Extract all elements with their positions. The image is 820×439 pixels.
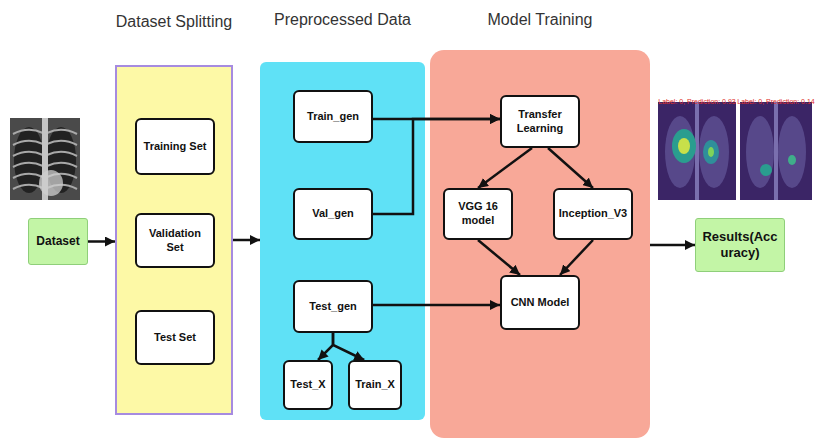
process-box: Training Set (135, 118, 215, 175)
prediction-label: Label: 0, Prediction: 0.93 (658, 98, 735, 105)
box-label: Results(Acc uracy) (700, 229, 780, 262)
terminal-box: Results(Acc uracy) (695, 218, 785, 272)
process-box: Validation Set (135, 213, 215, 268)
section-band: Model TrainingTransfer LearningVGG 16 mo… (430, 50, 650, 438)
box-label: Validation Set (141, 227, 209, 255)
heatmap-lung (699, 116, 729, 188)
heatmap-lung (665, 116, 695, 188)
connector-arrow (333, 333, 364, 360)
heatmap-background (740, 102, 812, 200)
section-band: Preprocessed DataTrain_genVal_genTest_ge… (260, 62, 425, 420)
heatmap-spine (774, 102, 778, 200)
heatmap-blob (678, 138, 690, 154)
heatmap-image (740, 102, 812, 200)
box-label: Test_X (290, 378, 325, 392)
label-holder: Label: 0, Prediction: 0.14 (737, 90, 814, 108)
process-box: Train_gen (293, 90, 373, 143)
process-box: Transfer Learning (500, 95, 580, 148)
box-label: CNN Model (511, 296, 570, 310)
process-box: Train_X (348, 360, 402, 410)
process-box: Inception_V3 (553, 188, 633, 240)
heatmap-lung (778, 116, 806, 188)
heatmap-blob (703, 140, 719, 164)
xray-ribs (13, 130, 43, 189)
section-heading: Model Training (488, 10, 593, 29)
process-box: Test_gen (293, 280, 373, 333)
heatmap-lung (746, 116, 774, 188)
section-heading: Preprocessed Data (274, 10, 411, 29)
prediction-label: Label: 0, Prediction: 0.14 (737, 98, 814, 105)
connector-arrow (373, 304, 500, 307)
connector-arrow (233, 239, 260, 242)
box-label: Training Set (144, 140, 207, 154)
heatmap-blob (672, 129, 696, 163)
xray-heart (39, 170, 63, 196)
heatmap-blob (760, 164, 772, 176)
connector-arrow (373, 118, 500, 121)
connector-arrow (548, 148, 593, 188)
process-box: Test_X (283, 360, 333, 410)
xray-background (10, 118, 80, 200)
section-heading: Dataset Splitting (116, 12, 233, 31)
box-label: Transfer Learning (506, 108, 574, 136)
process-box: CNN Model (500, 275, 580, 330)
heatmap-image (658, 102, 736, 200)
connector-arrow (318, 333, 333, 360)
terminal-box: Dataset (28, 218, 88, 265)
box-label: Dataset (36, 234, 79, 249)
process-box: VGG 16 model (443, 188, 513, 240)
box-label: VGG 16 model (449, 200, 507, 228)
box-label: Test Set (154, 331, 196, 345)
section-band: Dataset SplittingTraining SetValidation … (115, 65, 233, 415)
box-label: Train_gen (307, 110, 359, 124)
heatmap-blob (708, 147, 714, 157)
box-label: Test_gen (309, 300, 356, 314)
label-holder: Label: 0, Prediction: 0.93 (658, 90, 735, 108)
connector-arrow (650, 244, 695, 247)
box-label: Val_gen (312, 207, 354, 221)
heatmap-spine (695, 102, 699, 200)
connector-arrow (560, 240, 593, 275)
connector-arrow (88, 240, 115, 243)
process-box: Test Set (135, 310, 215, 365)
connector-arrow (478, 240, 520, 275)
box-label: Train_X (355, 378, 395, 392)
xray-image (10, 118, 80, 200)
heatmap-blob (788, 155, 796, 165)
box-label: Inception_V3 (559, 207, 627, 221)
connector-arrow (478, 148, 532, 188)
connector-arrow (373, 119, 500, 214)
heatmap-background (658, 102, 736, 200)
process-box: Val_gen (293, 188, 373, 240)
